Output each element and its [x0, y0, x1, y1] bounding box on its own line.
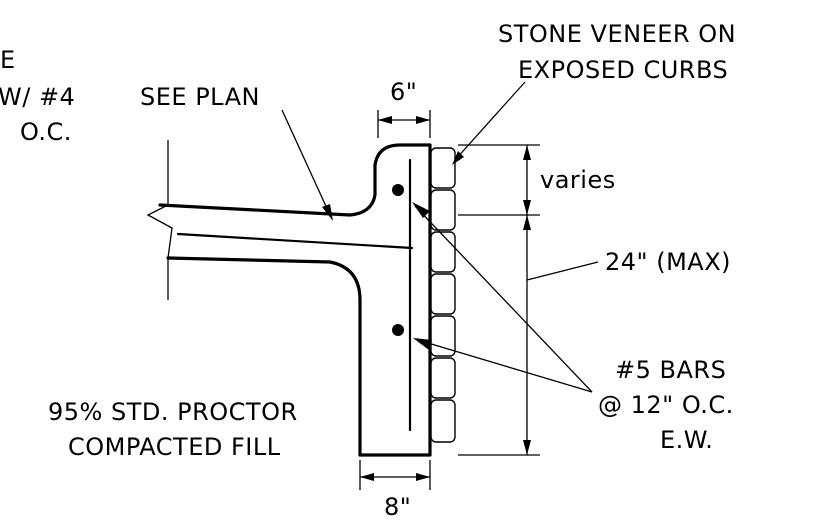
- curb-wall: [358, 143, 432, 457]
- bars-label-line3: E.W.: [660, 426, 713, 454]
- slab: [146, 140, 414, 457]
- top-dimension-label: 6": [390, 78, 417, 106]
- stone-veneer: [430, 147, 456, 443]
- leaders: [281, 81, 593, 393]
- cut-off-label-mid: W/ #4: [0, 83, 75, 111]
- see-plan-label: SEE PLAN: [140, 83, 260, 111]
- bars-label-line2: @ 12" O.C.: [598, 391, 734, 419]
- bars-leader-lower: [417, 339, 593, 393]
- fill-label-line1: 95% STD. PROCTOR: [48, 398, 298, 426]
- bottom-dimension: [359, 460, 431, 490]
- rebar-dot-upper: [392, 184, 404, 196]
- height-leader: [526, 261, 599, 281]
- see-plan-leader: [281, 109, 331, 216]
- fill-label-line2: COMPACTED FILL: [68, 433, 281, 461]
- break-line-top: [146, 140, 173, 300]
- stone-veneer-line1: STONE VENEER ON: [498, 20, 736, 48]
- bottom-dimension-label: 8": [384, 493, 411, 521]
- vertical-dimension: [458, 144, 599, 456]
- varies-label: varies: [540, 166, 616, 194]
- rebar-dot-lower: [392, 324, 404, 336]
- bars-label-line1: #5 BARS: [615, 356, 726, 384]
- cut-off-label-bot: O.C.: [20, 118, 72, 146]
- stone-leader: [454, 81, 526, 161]
- curb-outline: [358, 143, 432, 457]
- height-dimension-label: 24" (MAX): [605, 248, 731, 276]
- cut-off-label-top: E: [0, 46, 16, 74]
- slab-bottom-edge: [166, 256, 362, 457]
- bars-leader-upper: [414, 205, 593, 393]
- stone-veneer-line2: EXPOSED CURBS: [518, 56, 728, 84]
- top-dimension: [377, 110, 431, 138]
- slab-rebar: [176, 232, 414, 250]
- slab-top-edge: [158, 163, 377, 217]
